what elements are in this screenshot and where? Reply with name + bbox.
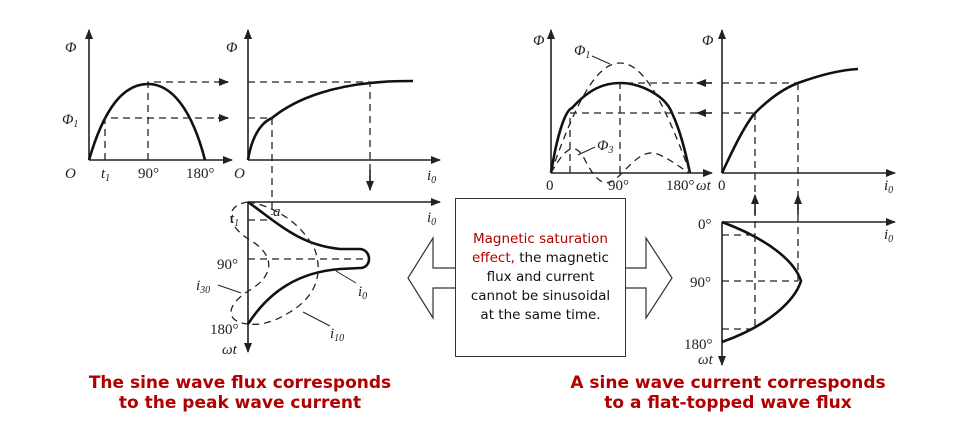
phi3-label: Φ3 xyxy=(597,138,613,156)
note-line: at the same time. xyxy=(480,307,601,323)
leader xyxy=(302,311,331,327)
left-flux-time-plot: Φ Φ1 O t1 90° 180° xyxy=(62,29,233,184)
tick-180: 180° xyxy=(186,166,215,182)
caption-line: to a flat-topped wave flux xyxy=(604,393,852,413)
phi1-guide xyxy=(104,117,218,160)
note-line: cannot be sinusoidal xyxy=(470,288,611,304)
right-flux-time-plot: Φ Φ1 Φ3 0 90° 180° ωt xyxy=(533,29,798,194)
sine-flux-curve xyxy=(87,82,207,161)
origin-label: 0 xyxy=(718,178,726,194)
tick-90: 90° xyxy=(217,257,238,273)
leader xyxy=(335,270,357,284)
phi3-curve xyxy=(550,148,691,184)
y-label: Φ xyxy=(226,40,238,56)
note-line: effect, the magnetic xyxy=(472,249,609,268)
tick-0: 0° xyxy=(698,217,712,233)
note-line: flux and current xyxy=(486,269,595,285)
left-arrow-icon xyxy=(407,235,457,321)
left-current-time-plot: t1 a 90° 180° ωt i0 i0 i10 i30 xyxy=(196,198,441,358)
tick-0: 0 xyxy=(546,178,554,194)
leader xyxy=(217,284,242,294)
leader xyxy=(577,146,596,156)
t1-label: t1 xyxy=(230,211,239,229)
note-line: Magnetic saturation xyxy=(473,231,608,247)
t1-label: t1 xyxy=(101,166,110,184)
tick-180: 180° xyxy=(684,337,713,353)
tick-90: 90° xyxy=(138,166,159,182)
phi1-label: Φ1 xyxy=(574,43,590,61)
caption-line: A sine wave current corresponds xyxy=(570,373,886,393)
peak-guide xyxy=(147,81,218,160)
caption-line: The sine wave flux corresponds xyxy=(88,373,392,393)
x-label: i0 xyxy=(884,178,893,196)
right-caption: A sine wave current corresponds to a fla… xyxy=(528,373,928,413)
left-magnetization-curve: Φ O i0 xyxy=(226,29,441,215)
right-arrow-icon xyxy=(624,235,673,321)
origin-label: O xyxy=(234,166,245,182)
sine-current-curve xyxy=(721,220,803,344)
right-magnetization-curve: Φ 0 i0 xyxy=(702,29,896,281)
guides xyxy=(248,219,370,260)
note-emphasis: effect, xyxy=(472,250,515,266)
y-label: Φ xyxy=(533,33,545,49)
origin-label: O xyxy=(65,166,76,182)
i30-label: i30 xyxy=(196,278,210,296)
tick-90: 90° xyxy=(608,178,629,194)
tick-90: 90° xyxy=(690,275,711,291)
x-label: ωt xyxy=(696,178,712,194)
guides xyxy=(569,82,700,173)
left-caption: The sine wave flux corresponds to the pe… xyxy=(40,373,440,413)
y-label: Φ xyxy=(702,33,714,49)
i10-label: i10 xyxy=(330,326,344,344)
y-label: ωt xyxy=(222,342,238,358)
y-label: Φ xyxy=(65,40,77,56)
phi1-label: Φ1 xyxy=(62,112,78,130)
y-label: ωt xyxy=(698,352,714,368)
i30-curve xyxy=(230,201,270,325)
right-current-time-plot: 0° 90° 180° ωt i0 xyxy=(684,217,896,368)
bh-curve xyxy=(246,79,414,161)
tick-180: 180° xyxy=(210,322,239,338)
guides-2 xyxy=(722,82,798,114)
x-label: i0 xyxy=(427,210,436,228)
phi1-curve xyxy=(550,62,691,174)
i10-curve xyxy=(247,201,319,326)
x-label: i0 xyxy=(427,168,436,186)
note-text: the magnetic xyxy=(514,250,609,266)
center-note: Magnetic saturation effect, the magnetic… xyxy=(455,198,626,357)
bh-curve xyxy=(720,67,859,174)
guides xyxy=(722,234,798,330)
guides xyxy=(248,81,371,215)
tick-180: 180° xyxy=(666,178,695,194)
leader xyxy=(591,55,611,65)
caption-line: to the peak wave current xyxy=(118,393,362,413)
x-label: i0 xyxy=(884,227,893,245)
a-label: a xyxy=(273,204,281,220)
i0-label: i0 xyxy=(358,284,367,302)
